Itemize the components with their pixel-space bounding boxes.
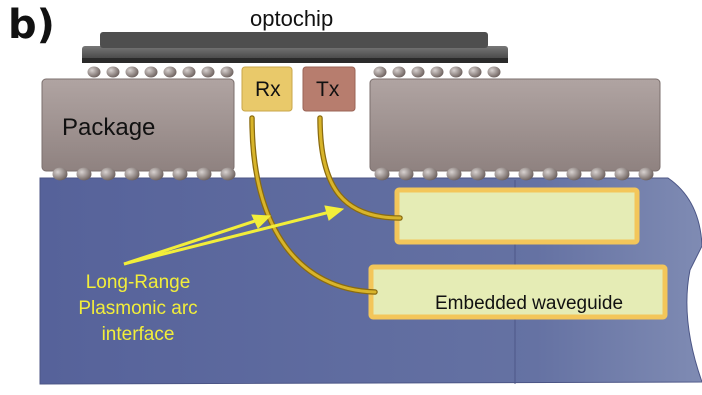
- solder-ball-icon: [373, 66, 387, 78]
- optochip-label: optochip: [250, 6, 334, 31]
- solder-ball-icon: [172, 167, 188, 181]
- solder-ball-icon: [220, 167, 236, 181]
- solder-balls-bottom: [52, 167, 654, 181]
- solder-ball-icon: [542, 167, 558, 181]
- solder-ball-icon: [52, 167, 68, 181]
- solder-ball-icon: [422, 167, 438, 181]
- solder-ball-icon: [87, 66, 101, 78]
- waveguide-label: Embedded waveguide: [435, 293, 624, 314]
- solder-ball-icon: [106, 66, 120, 78]
- solder-ball-icon: [124, 167, 140, 181]
- solder-ball-icon: [201, 66, 215, 78]
- solder-ball-icon: [374, 167, 390, 181]
- solder-ball-icon: [590, 167, 606, 181]
- interface-label: Long-Range Plasmonic arc interface: [78, 272, 198, 345]
- solder-ball-icon: [638, 167, 654, 181]
- solder-ball-icon: [494, 167, 510, 181]
- solder-ball-icon: [392, 66, 406, 78]
- solder-ball-icon: [182, 66, 196, 78]
- panel-label: b): [8, 2, 55, 48]
- solder-ball-icon: [470, 167, 486, 181]
- solder-ball-icon: [411, 66, 425, 78]
- solder-balls-top: [87, 66, 501, 78]
- solder-ball-icon: [148, 167, 164, 181]
- rx-label: Rx: [255, 78, 281, 101]
- solder-ball-icon: [518, 167, 534, 181]
- optochip-top: [100, 32, 488, 48]
- solder-ball-icon: [76, 167, 92, 181]
- solder-ball-icon: [614, 167, 630, 181]
- solder-ball-icon: [125, 66, 139, 78]
- solder-ball-icon: [220, 66, 234, 78]
- solder-ball-icon: [449, 66, 463, 78]
- package-label: Package: [62, 114, 156, 141]
- tx-label: Tx: [316, 78, 340, 101]
- waveguide-upper: [394, 187, 640, 245]
- tx-block: [302, 66, 356, 112]
- solder-ball-icon: [468, 66, 482, 78]
- optochip-stripe: [82, 58, 508, 63]
- solder-ball-icon: [163, 66, 177, 78]
- solder-ball-icon: [446, 167, 462, 181]
- package-right: [369, 78, 661, 172]
- solder-ball-icon: [144, 66, 158, 78]
- arrow-icon: [123, 205, 345, 266]
- rx-block: [241, 66, 293, 112]
- solder-ball-icon: [487, 66, 501, 78]
- solder-ball-icon: [566, 167, 582, 181]
- solder-ball-icon: [100, 167, 116, 181]
- solder-ball-icon: [196, 167, 212, 181]
- solder-ball-icon: [398, 167, 414, 181]
- solder-ball-icon: [430, 66, 444, 78]
